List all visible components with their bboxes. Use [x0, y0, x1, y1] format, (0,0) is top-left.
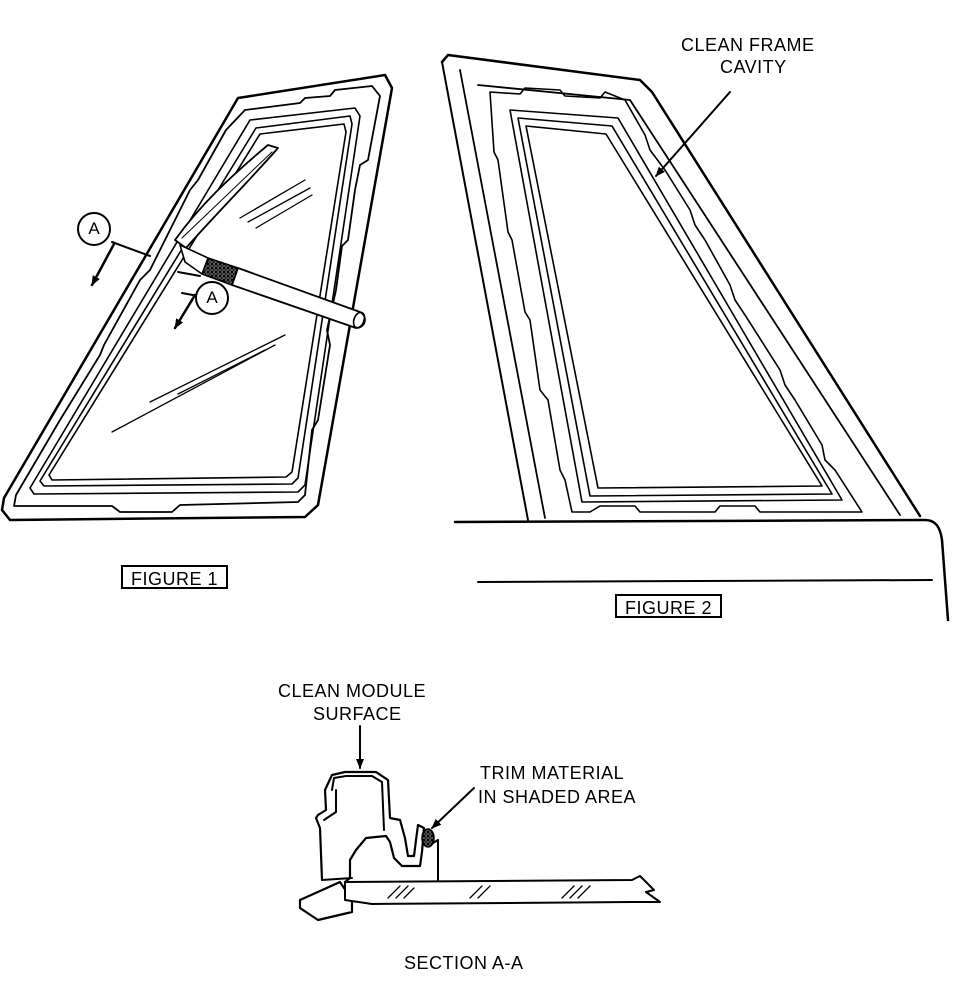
- section-marker-a-lower: A: [195, 281, 229, 315]
- figure2-callout-line1: CLEAN FRAME: [681, 35, 815, 55]
- section-trim-callout-line2: IN SHADED AREA: [478, 787, 637, 807]
- figure2-cavity-inner: [517, 117, 833, 497]
- section-trim-shaded-area: [421, 828, 435, 848]
- figure2-frame-outer: [440, 53, 922, 518]
- figure1-section-line-a: [111, 241, 151, 257]
- figure1-caption: FIGURE 1: [121, 565, 229, 589]
- section-title: SECTION A-A: [404, 953, 524, 973]
- figure2-belt-line: [453, 518, 950, 622]
- figure2-body-crease: [477, 579, 933, 583]
- section-marker-a-upper: A: [77, 212, 111, 246]
- section-trim-callout-line1: TRIM MATERIAL: [480, 763, 625, 783]
- section-module-callout-line1: CLEAN MODULE: [278, 681, 427, 701]
- figure1-molding-inner: [39, 115, 353, 487]
- figure1-section-line-b: [177, 271, 201, 277]
- figure1-knife-handle: [231, 267, 366, 329]
- figure2-caption: FIGURE 2: [615, 594, 723, 618]
- figure2-cavity-outer: [509, 109, 843, 503]
- figure1-outer-edge: [0, 73, 394, 522]
- figure2-door-frame: [440, 53, 950, 622]
- figure1-glass-reflections: [111, 179, 313, 433]
- figure1-molding-outer: [29, 107, 361, 495]
- figure2-callout-line2: CAVITY: [720, 57, 787, 77]
- section-aa-profile: [298, 725, 661, 922]
- figure2-frame-inner-rail: [477, 84, 901, 516]
- figure2-frame-pillar: [441, 61, 529, 521]
- figure2-cavity-opening: [525, 125, 823, 489]
- section-module-callout-line2: SURFACE: [313, 704, 402, 724]
- section-glass-hatch: [387, 885, 591, 899]
- figure2-callout-arrow: [655, 91, 731, 177]
- figure2-scalloped-flange: [489, 87, 863, 513]
- section-glass-panel: [344, 875, 661, 905]
- figure1-glass-opening: [48, 123, 347, 481]
- section-trim-arrow: [431, 787, 475, 829]
- figure1-window-module: [0, 73, 394, 522]
